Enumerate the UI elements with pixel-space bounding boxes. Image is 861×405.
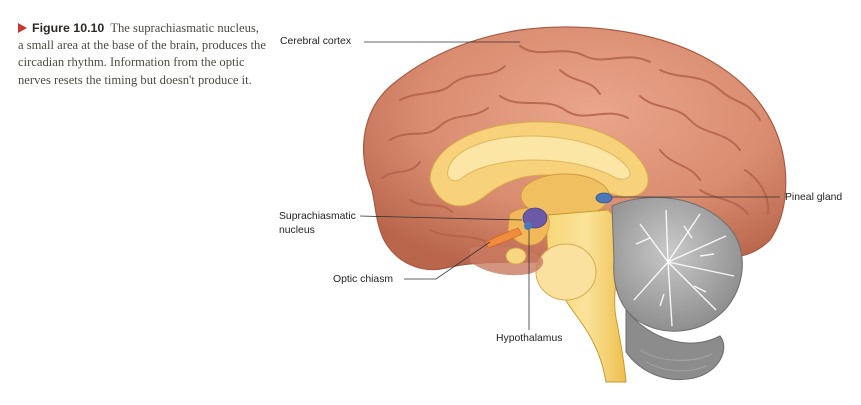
cerebellum bbox=[611, 196, 743, 381]
optic-chiasm-leader bbox=[404, 241, 491, 280]
optic-nerve bbox=[485, 227, 523, 249]
pituitary bbox=[505, 247, 527, 265]
hypothalamus-label: Hypothalamus bbox=[496, 333, 563, 344]
corpus-callosum bbox=[447, 135, 631, 182]
suprachiasmatic-label-line2: nucleus bbox=[279, 225, 315, 236]
pineal-gland-label: Pineal gland bbox=[785, 192, 843, 203]
optic-chiasm-label: Optic chiasm bbox=[333, 274, 394, 285]
suprachiasmatic-label-line1: Suprachiasmatic bbox=[279, 211, 356, 222]
cortex-gyri bbox=[381, 45, 770, 245]
caption-text: The suprachiasmatic nucleus, a small are… bbox=[18, 21, 266, 87]
figure-number: Figure 10.10 bbox=[32, 21, 105, 35]
pineal-gland-shape bbox=[595, 192, 613, 204]
pons bbox=[535, 243, 597, 301]
cerebral-cortex-label: Cerebral cortex bbox=[280, 36, 352, 47]
triangle-marker-icon bbox=[18, 23, 27, 33]
suprachiasmatic-leader bbox=[359, 215, 523, 221]
